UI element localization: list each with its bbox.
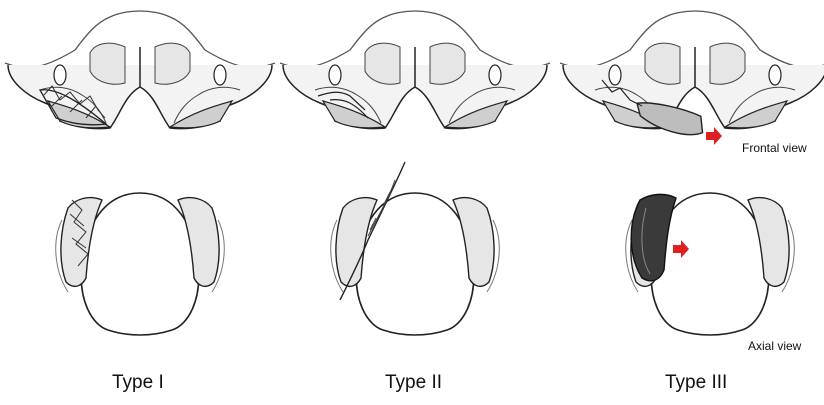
frontal-view-label: Frontal view (742, 141, 807, 155)
type-3-axial (626, 193, 795, 335)
type-3-label: Type III (665, 372, 727, 394)
type-3-frontal (560, 11, 824, 137)
type-1-frontal (5, 11, 275, 129)
type-2-axial (331, 162, 500, 335)
type-1-label: Type I (112, 372, 164, 394)
type-2-frontal (280, 11, 550, 129)
arrow-frontal (706, 127, 722, 145)
type-1-axial (56, 193, 225, 335)
type-2-label: Type II (385, 372, 442, 394)
axial-view-label: Axial view (748, 339, 801, 353)
